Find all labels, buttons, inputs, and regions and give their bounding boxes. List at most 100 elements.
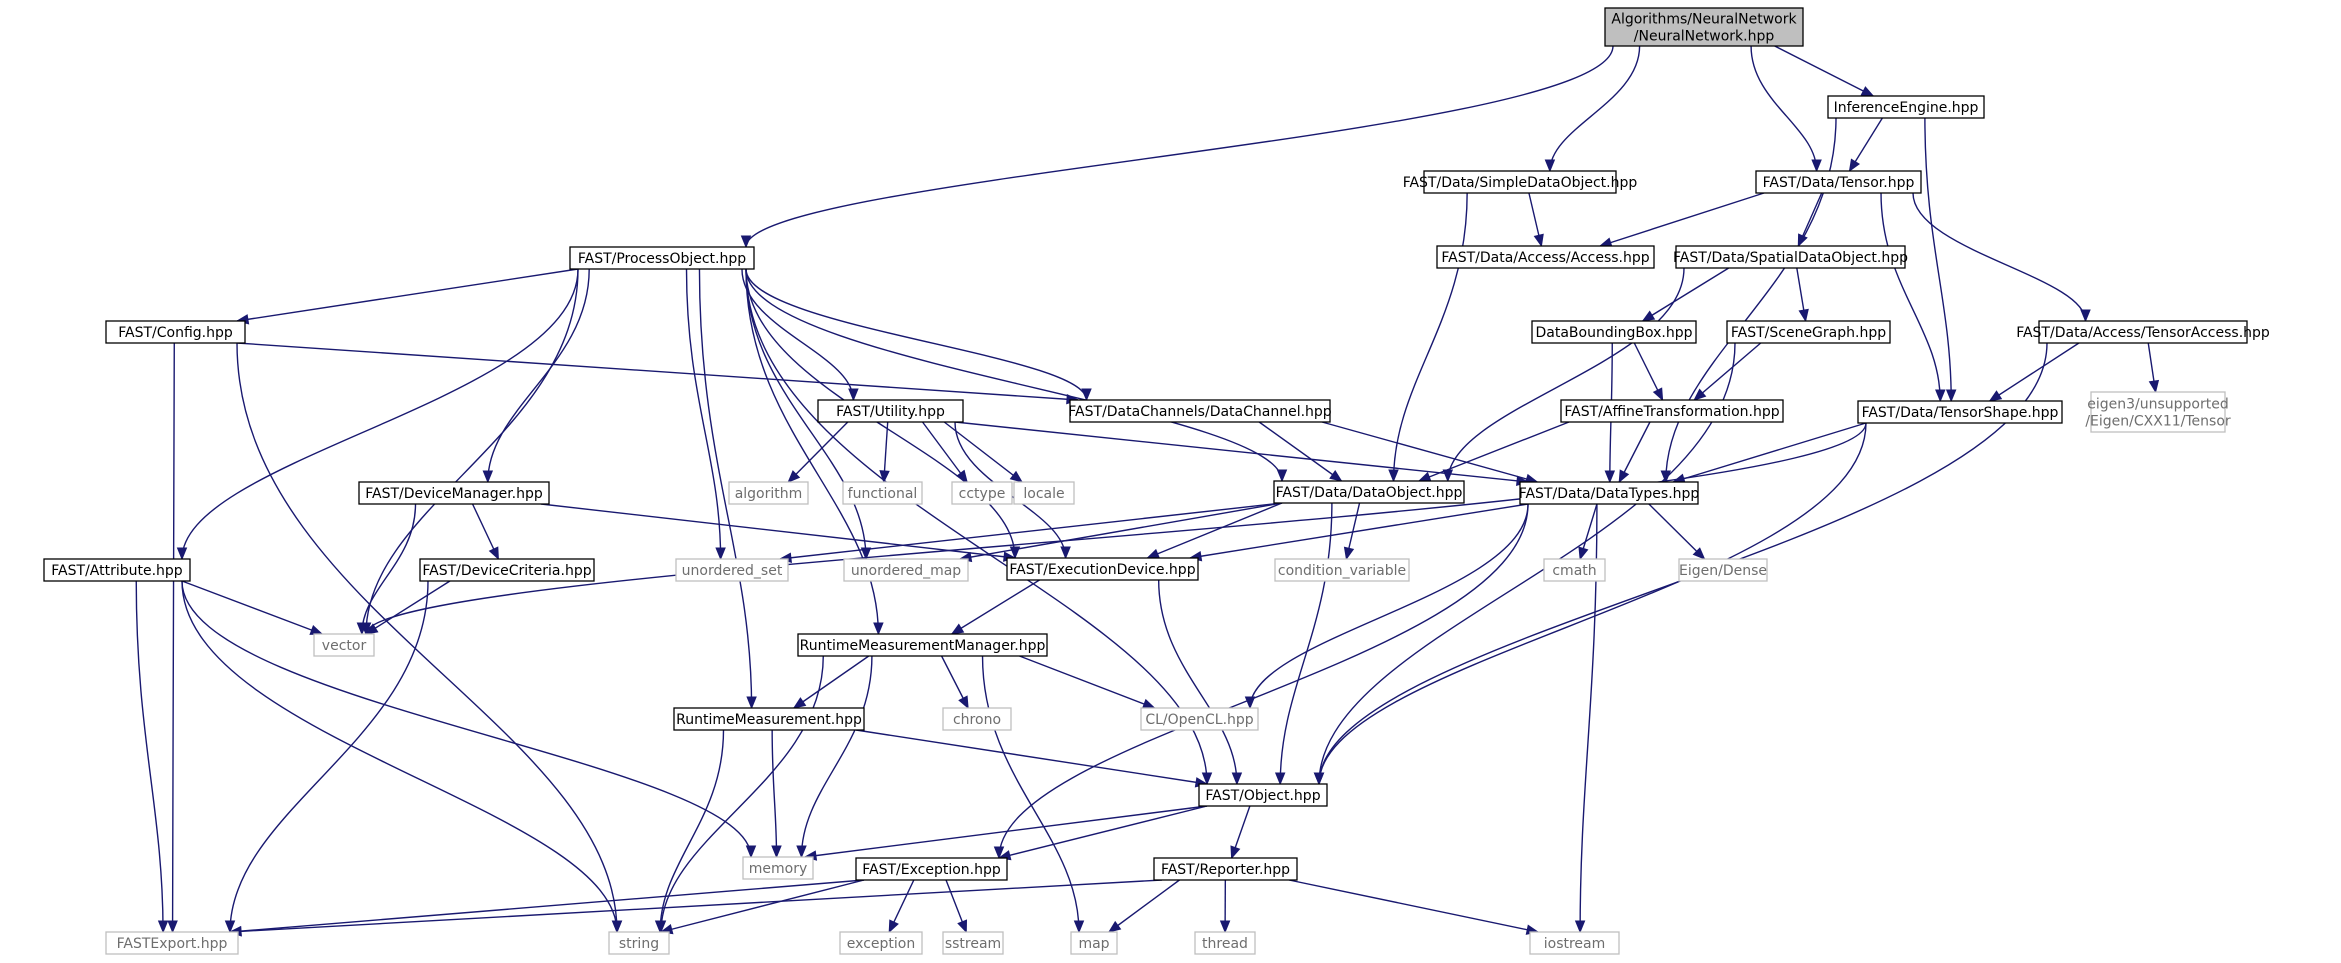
node-scenegraph[interactable]: FAST/SceneGraph.hpp <box>1726 320 1891 344</box>
edge-tensorshape-to-vector <box>360 422 1867 636</box>
edge-line <box>1642 267 1730 322</box>
edge-arrowhead <box>1329 469 1343 482</box>
edge-arrowhead <box>1081 388 1092 402</box>
edge-dbb-to-affine <box>1633 342 1664 402</box>
node-label: /Eigen/CXX11/Tensor <box>2085 414 2231 430</box>
node-label: FAST/Exception.hpp <box>862 862 1001 878</box>
edge-nn-to-sdo <box>1544 45 1641 173</box>
node-spatial[interactable]: FAST/Data/SpatialDataObject.hpp <box>1673 245 1908 269</box>
edge-line <box>1912 192 2087 322</box>
node-box <box>1675 245 1906 269</box>
node-affine[interactable]: FAST/AffineTransformation.hpp <box>1560 399 1784 423</box>
node-label: string <box>619 936 659 952</box>
node-label: unordered_set <box>682 563 783 579</box>
node-rtmm[interactable]: RuntimeMeasurementManager.hpp <box>797 633 1048 657</box>
node-tensor[interactable]: FAST/Data/Tensor.hpp <box>1755 170 1922 194</box>
edge-devicemanager-to-vector <box>356 503 417 636</box>
edge-object-to-reporter <box>1230 805 1251 860</box>
edge-arrowhead <box>860 547 872 561</box>
edge-line <box>181 580 618 933</box>
node-tensorshape[interactable]: FAST/Data/TensorShape.hpp <box>1857 400 2063 424</box>
node-label: FAST/AffineTransformation.hpp <box>1564 404 1779 420</box>
node-box <box>1519 481 1699 505</box>
node-sdo[interactable]: FAST/Data/SimpleDataObject.hpp <box>1403 170 1638 194</box>
edge-line <box>745 268 1208 785</box>
node-dbb[interactable]: DataBoundingBox.hpp <box>1531 320 1697 344</box>
edge-line <box>1019 655 1155 709</box>
edge-attribute-to-vector <box>181 580 324 635</box>
edge-line <box>540 503 1016 559</box>
edge-processobject-to-dataobject <box>745 268 1288 483</box>
node-box <box>419 558 595 582</box>
node-devicemanager[interactable]: FAST/DeviceManager.hpp <box>358 481 550 505</box>
edge-datachannel-to-dataobject <box>1258 421 1343 482</box>
node-box <box>855 857 1008 881</box>
node-access[interactable]: FAST/Data/Access/Access.hpp <box>1436 245 1655 269</box>
node-box <box>105 320 246 344</box>
edge-arrowhead <box>1860 86 1875 97</box>
node-box <box>1857 400 2063 424</box>
edge-arrowhead <box>1417 471 1432 482</box>
edge-nn-to-inference <box>1774 45 1875 97</box>
edge-arrowhead <box>482 470 494 484</box>
node-box <box>1531 320 1697 344</box>
node-label: iostream <box>1544 936 1606 952</box>
edge-line <box>660 879 865 933</box>
edge-arrowhead <box>771 845 782 859</box>
edge-arrowhead <box>956 469 968 484</box>
edge-utility-to-cctype <box>921 421 968 484</box>
node-attribute[interactable]: FAST/Attribute.hpp <box>43 558 191 582</box>
node-processobject[interactable]: FAST/ProcessObject.hpp <box>569 246 755 270</box>
edge-line <box>1447 267 1685 482</box>
edge-line <box>659 729 725 933</box>
edge-arrowhead <box>993 846 1005 860</box>
node-nn[interactable]: Algorithms/NeuralNetwork/NeuralNetwork.h… <box>1604 7 1804 47</box>
edge-config-to-fastexport <box>167 342 178 934</box>
edge-line <box>745 268 1016 559</box>
node-reporter[interactable]: FAST/Reporter.hpp <box>1153 857 1298 881</box>
node-exception-hpp[interactable]: FAST/Exception.hpp <box>855 857 1008 881</box>
edge-arrowhead <box>1618 469 1630 484</box>
node-exception: exception <box>839 931 923 955</box>
node-box <box>105 931 239 955</box>
node-rtm[interactable]: RuntimeMeasurement.hpp <box>673 707 865 731</box>
edge-arrowhead <box>1146 548 1161 559</box>
node-box <box>2090 391 2226 433</box>
node-inference[interactable]: InferenceEngine.hpp <box>1827 95 1985 119</box>
node-box <box>951 481 1013 505</box>
edge-line <box>135 580 164 933</box>
edge-config-to-datachannel <box>236 342 1080 405</box>
node-object[interactable]: FAST/Object.hpp <box>1198 783 1328 807</box>
edge-attribute-to-fastexport <box>135 580 169 934</box>
node-label: FAST/ExecutionDevice.hpp <box>1009 562 1195 578</box>
edge-processobject-to-rtm <box>698 268 757 710</box>
node-label: FAST/Data/DataTypes.hpp <box>1519 486 1700 502</box>
edge-arrowhead <box>1313 772 1325 786</box>
edge-line <box>1648 503 1705 560</box>
node-datachannel[interactable]: FAST/DataChannels/DataChannel.hpp <box>1068 399 1332 423</box>
node-label: vector <box>322 638 367 654</box>
node-datatypes[interactable]: FAST/Data/DataTypes.hpp <box>1519 481 1700 505</box>
edge-datatypes-to-eigendense <box>1648 503 1706 560</box>
edge-spatial-to-dbb <box>1641 267 1730 322</box>
node-functional: functional <box>842 481 923 505</box>
node-label: DataBoundingBox.hpp <box>1535 325 1692 341</box>
node-tensoraccess[interactable]: FAST/Data/Access/TensorAccess.hpp <box>2016 320 2270 344</box>
edge-sdo-to-dataobject <box>1388 192 1468 483</box>
edge-dataobject-to-condvar <box>1343 502 1361 561</box>
edge-arrowhead <box>167 920 178 934</box>
node-sstream: sstream <box>942 931 1004 955</box>
edge-utility-to-algorithm <box>787 421 849 483</box>
edge-inference-to-tensor <box>1848 117 1883 173</box>
node-devicecriteria[interactable]: FAST/DeviceCriteria.hpp <box>419 558 595 582</box>
edge-line <box>1189 503 1529 559</box>
edge-spatial-to-scenegraph <box>1796 267 1809 323</box>
edge-line <box>1989 342 2080 402</box>
node-executiondevice[interactable]: FAST/ExecutionDevice.hpp <box>1006 557 1199 581</box>
node-config[interactable]: FAST/Config.hpp <box>105 320 246 344</box>
edge-line <box>981 655 1080 933</box>
edge-attribute-to-string <box>181 580 623 934</box>
node-utility[interactable]: FAST/Utility.hpp <box>817 399 964 423</box>
node-box <box>797 633 1048 657</box>
node-dataobject[interactable]: FAST/Data/DataObject.hpp <box>1273 480 1465 504</box>
